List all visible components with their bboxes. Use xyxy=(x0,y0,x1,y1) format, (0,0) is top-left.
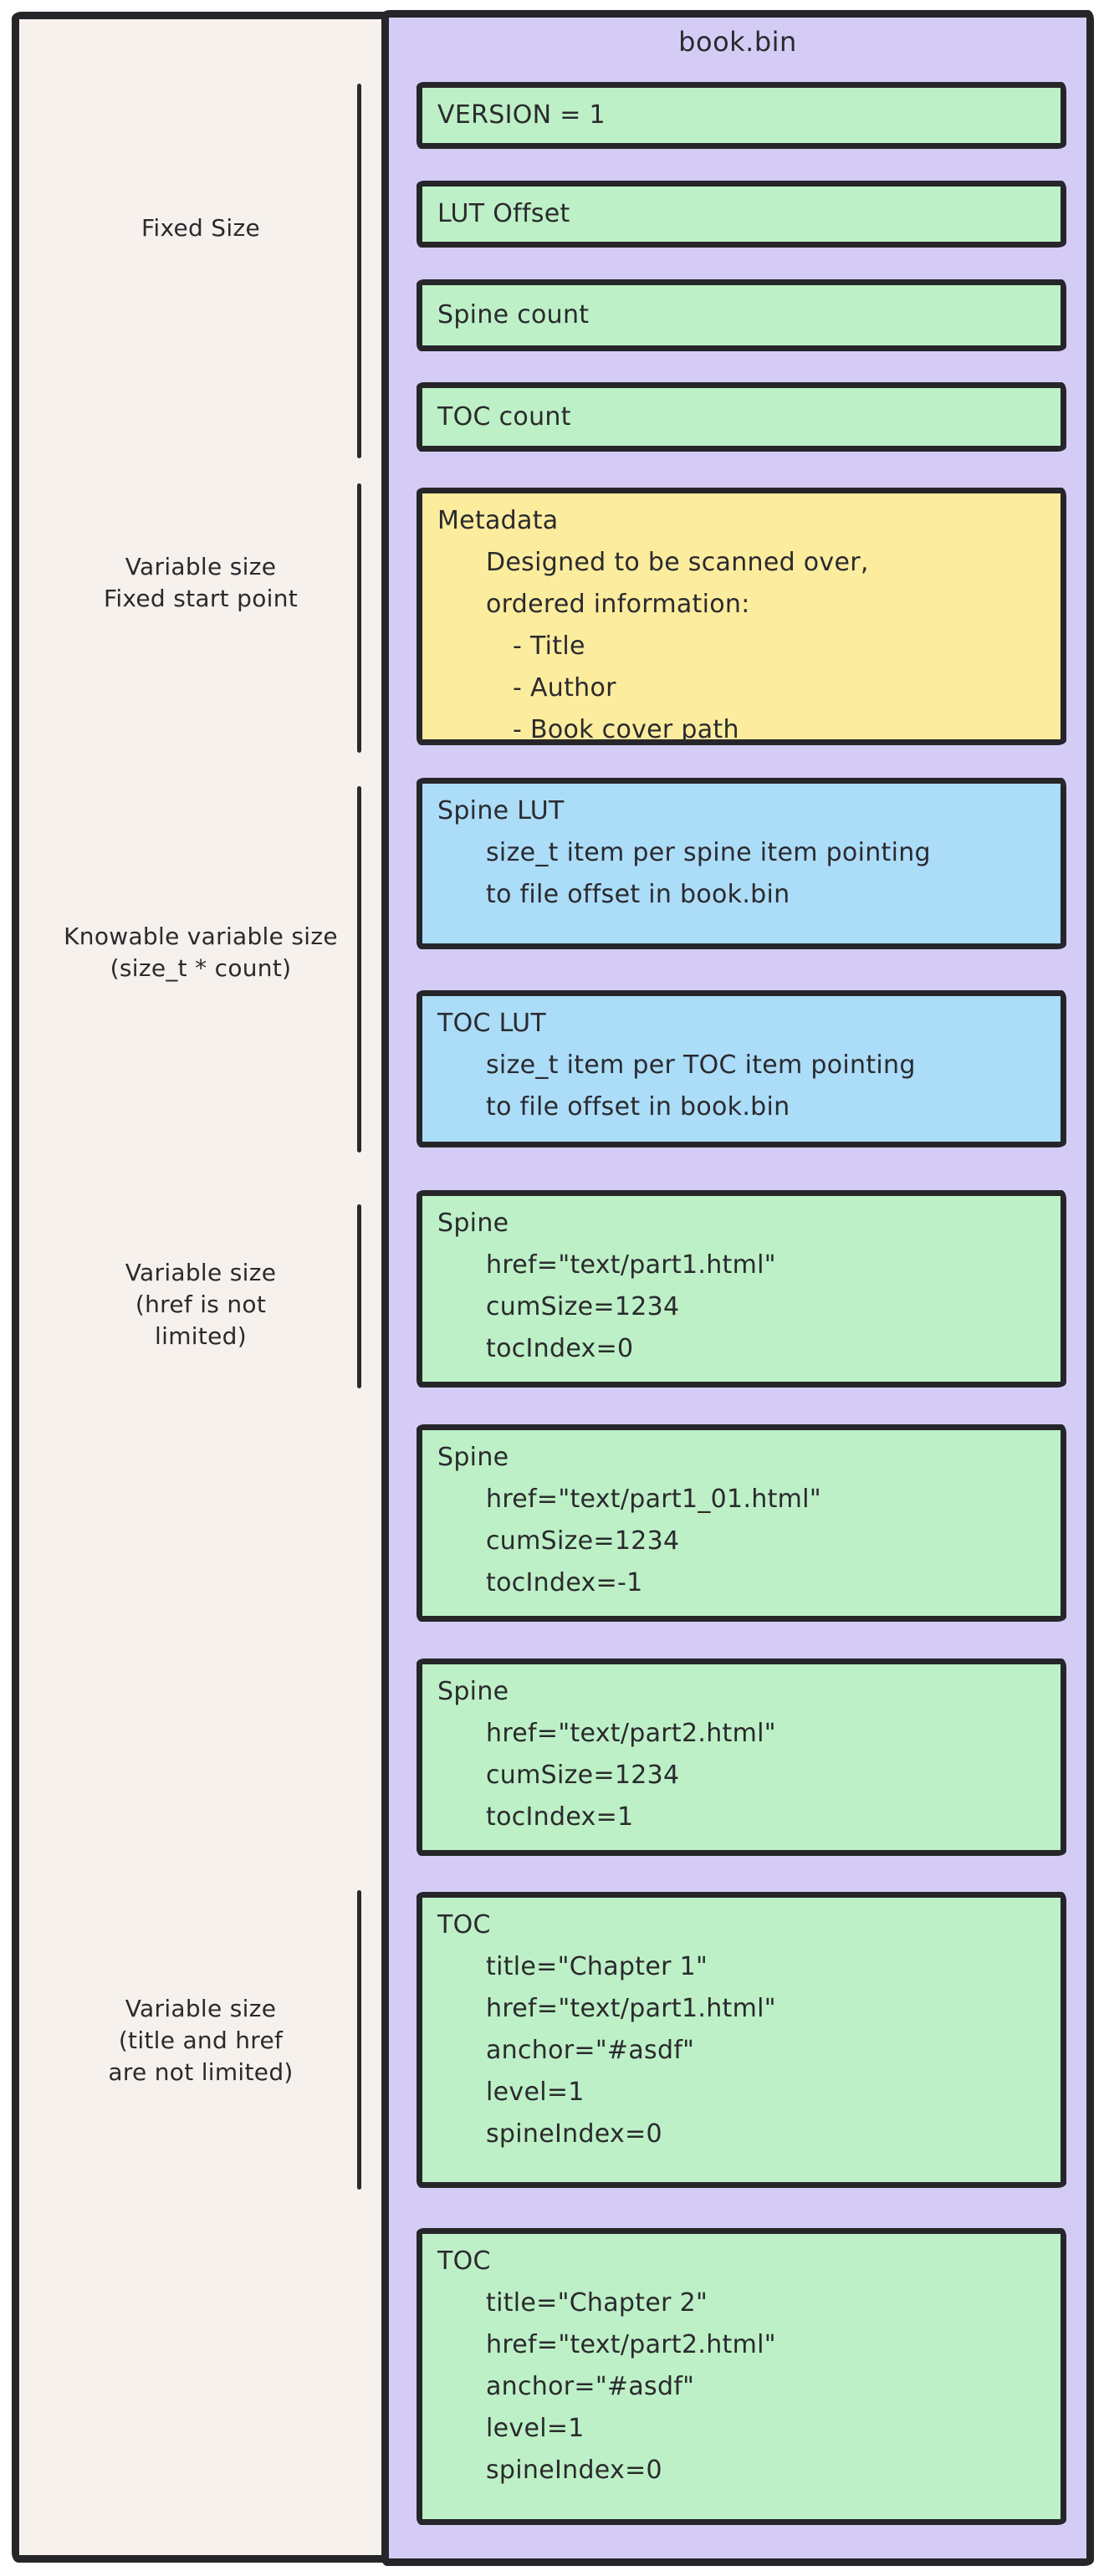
field-box-toc-lut: TOC LUT size_t item per TOC item pointin… xyxy=(417,990,1066,1147)
box-title: TOC xyxy=(437,2246,491,2276)
label-line: (title and href xyxy=(118,2027,284,2054)
box-prop: anchor="#asdf" xyxy=(486,2372,695,2401)
container-title: book.bin xyxy=(678,26,797,58)
box-prop: spineIndex=0 xyxy=(486,2119,662,2149)
bracket-fixed-size xyxy=(357,84,361,458)
box-bullet: - Title xyxy=(513,631,585,661)
box-prop: cumSize=1234 xyxy=(486,1761,680,1790)
book-bin-container: book.bin VERSION = 1 LUT Offset Spine co… xyxy=(381,10,1094,2566)
box-line: to file offset in book.bin xyxy=(486,880,790,909)
box-line: size_t item per TOC item pointing xyxy=(486,1050,916,1080)
field-box-lut-offset: LUT Offset xyxy=(417,181,1066,248)
bracket-variable-title-href xyxy=(357,1890,361,2190)
box-prop: cumSize=1234 xyxy=(486,1292,680,1321)
box-prop: href="text/part1.html" xyxy=(486,1994,776,2023)
box-prop: level=1 xyxy=(486,2078,585,2107)
box-line: size_t item per spine item pointing xyxy=(486,838,931,867)
label-line: Variable size xyxy=(125,1995,277,2022)
box-prop: tocIndex=0 xyxy=(486,1334,634,1363)
field-label: TOC count xyxy=(437,401,571,432)
bracket-knowable-variable xyxy=(357,786,361,1153)
field-box-toc-1: TOC title="Chapter 1" href="text/part1.h… xyxy=(417,1892,1066,2188)
label-line: Variable size xyxy=(125,553,277,580)
label-knowable-variable: Knowable variable size (size_t * count) xyxy=(17,921,385,984)
field-box-spine-count: Spine count xyxy=(417,279,1066,351)
box-prop: level=1 xyxy=(486,2414,585,2443)
box-prop: cumSize=1234 xyxy=(486,1526,680,1556)
field-label: VERSION = 1 xyxy=(437,100,606,130)
box-prop: href="text/part2.html" xyxy=(486,2330,776,2359)
field-box-metadata: Metadata Designed to be scanned over, or… xyxy=(417,488,1066,745)
label-variable-href: Variable size (href is not limited) xyxy=(17,1257,385,1352)
field-box-spine-1: Spine href="text/part1.html" cumSize=123… xyxy=(417,1190,1066,1388)
bracket-variable-fixed-start xyxy=(357,483,361,753)
box-prop: href="text/part2.html" xyxy=(486,1719,776,1748)
box-prop: title="Chapter 2" xyxy=(486,2288,708,2318)
label-line: Fixed Size xyxy=(141,214,260,242)
label-fixed-size: Fixed Size xyxy=(17,212,385,244)
box-prop: href="text/part1.html" xyxy=(486,1250,776,1280)
field-label: Spine count xyxy=(437,300,590,330)
box-prop: tocIndex=-1 xyxy=(486,1568,643,1597)
field-box-toc-2: TOC title="Chapter 2" href="text/part2.h… xyxy=(417,2228,1066,2525)
label-line: Fixed start point xyxy=(103,585,299,612)
box-line: ordered information: xyxy=(486,590,750,619)
field-box-spine-3: Spine href="text/part2.html" cumSize=123… xyxy=(417,1659,1066,1856)
box-line: to file offset in book.bin xyxy=(486,1092,790,1122)
box-title: Metadata xyxy=(437,506,559,535)
box-title: TOC LUT xyxy=(437,1009,547,1038)
box-line: Designed to be scanned over, xyxy=(486,548,869,577)
label-variable-fixed-start: Variable size Fixed start point xyxy=(17,551,385,615)
field-box-spine-lut: Spine LUT size_t item per spine item poi… xyxy=(417,778,1066,949)
field-box-version: VERSION = 1 xyxy=(417,82,1066,149)
label-line: Variable size xyxy=(125,1259,277,1286)
box-prop: spineIndex=0 xyxy=(486,2456,662,2485)
box-title: TOC xyxy=(437,1910,491,1940)
label-line: limited) xyxy=(155,1322,247,1350)
box-prop: tocIndex=1 xyxy=(486,1802,634,1832)
label-line: are not limited) xyxy=(108,2058,294,2086)
field-label: LUT Offset xyxy=(437,199,570,228)
label-line: (href is not xyxy=(135,1291,267,1318)
box-bullet: - Book cover path xyxy=(513,715,739,744)
box-bullet: - Author xyxy=(513,673,616,703)
label-line: (size_t * count) xyxy=(110,954,292,982)
bracket-variable-href xyxy=(357,1204,361,1388)
box-prop: href="text/part1_01.html" xyxy=(486,1485,821,1514)
box-prop: anchor="#asdf" xyxy=(486,2036,695,2065)
box-prop: title="Chapter 1" xyxy=(486,1952,708,1981)
box-title: Spine xyxy=(437,1677,509,1706)
box-title: Spine xyxy=(437,1209,509,1238)
box-title: Spine xyxy=(437,1443,509,1472)
label-line: Knowable variable size xyxy=(64,923,338,950)
label-variable-title-href: Variable size (title and href are not li… xyxy=(17,1993,385,2088)
box-title: Spine LUT xyxy=(437,796,565,825)
field-box-toc-count: TOC count xyxy=(417,382,1066,452)
field-box-spine-2: Spine href="text/part1_01.html" cumSize=… xyxy=(417,1424,1066,1622)
